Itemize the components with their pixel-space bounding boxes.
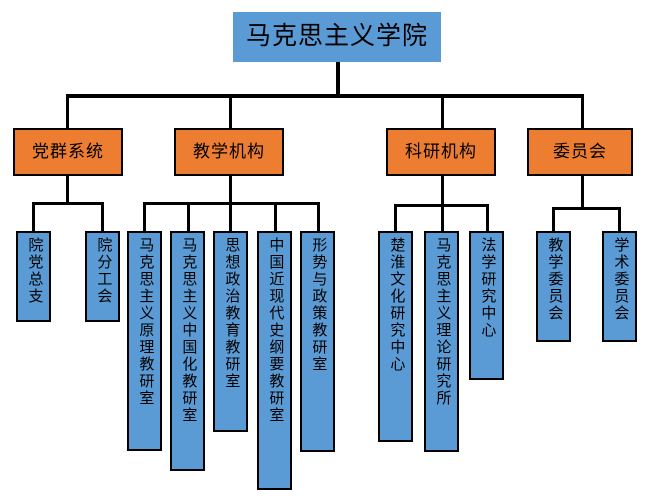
connector-drop-b3-child-3 bbox=[486, 204, 489, 232]
connector-drop-b1-child-1 bbox=[32, 202, 35, 232]
connector-drop-b4-child-2 bbox=[618, 207, 621, 232]
connector-drop-branch-1 bbox=[66, 94, 69, 130]
branch-node-party-mass-system[interactable]: 党群系统 bbox=[13, 128, 123, 176]
connector-drop-b4-child-1 bbox=[552, 207, 555, 232]
connector-drop-b2-child-4 bbox=[274, 202, 277, 232]
leaf-node-chuhuai-culture-research-center[interactable]: 楚淮文化研究中心 bbox=[378, 231, 413, 442]
connector-stem-branch-3 bbox=[441, 176, 444, 206]
leaf-node-situation-and-policy-department[interactable]: 形势与政策教研室 bbox=[300, 231, 335, 452]
root-node-school-of-marxism[interactable]: 马克思主义学院 bbox=[233, 12, 441, 62]
leaf-node-law-research-center[interactable]: 法学研究中心 bbox=[469, 231, 504, 380]
connector-drop-b2-child-1 bbox=[143, 202, 146, 232]
connector-drop-branch-3 bbox=[441, 94, 444, 130]
connector-bus-branch-4 bbox=[552, 207, 621, 210]
leaf-node-teaching-committee[interactable]: 教学委员会 bbox=[536, 231, 571, 342]
leaf-node-party-general-branch[interactable]: 院党总支 bbox=[16, 231, 51, 322]
connector-bus-branch-1 bbox=[32, 202, 104, 205]
connector-stem-branch-2 bbox=[229, 176, 232, 204]
leaf-node-academic-committee[interactable]: 学术委员会 bbox=[602, 231, 637, 342]
connector-stem-branch-1 bbox=[66, 176, 69, 204]
connector-drop-b2-child-5 bbox=[317, 202, 320, 232]
connector-drop-b2-child-2 bbox=[187, 202, 190, 232]
leaf-node-sinicization-of-marxism-department[interactable]: 马克思主义中国化教研室 bbox=[170, 231, 205, 471]
connector-drop-branch-4 bbox=[581, 94, 584, 130]
leaf-node-modern-chinese-history-department[interactable]: 中国近现代史纲要教研室 bbox=[257, 231, 292, 490]
connector-drop-b3-child-2 bbox=[441, 204, 444, 232]
connector-root-stem bbox=[336, 62, 340, 96]
connector-drop-b2-child-3 bbox=[229, 202, 232, 232]
leaf-node-college-labor-union[interactable]: 院分工会 bbox=[85, 231, 120, 322]
branch-node-research-organizations[interactable]: 科研机构 bbox=[386, 128, 496, 176]
connector-drop-b3-child-1 bbox=[394, 204, 397, 232]
leaf-node-marxist-principles-department[interactable]: 马克思主义原理教研室 bbox=[127, 231, 162, 451]
connector-drop-b1-child-2 bbox=[101, 202, 104, 232]
branch-node-committees[interactable]: 委员会 bbox=[527, 128, 633, 176]
connector-stem-branch-4 bbox=[581, 176, 584, 209]
connector-main-bus bbox=[66, 94, 584, 98]
leaf-node-marxist-theory-research-institute[interactable]: 马克思主义理论研究所 bbox=[424, 231, 459, 452]
leaf-node-ideological-political-education-department[interactable]: 思想政治教育教研室 bbox=[213, 231, 248, 432]
connector-drop-branch-2 bbox=[229, 94, 232, 130]
branch-node-teaching-organizations[interactable]: 教学机构 bbox=[174, 128, 284, 176]
